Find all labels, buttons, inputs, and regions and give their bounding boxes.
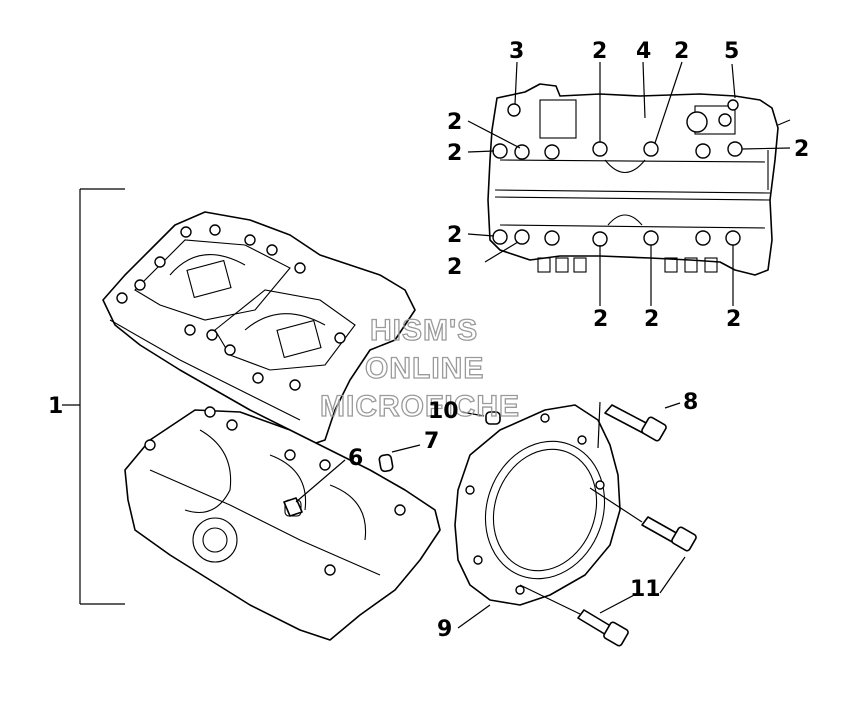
lower-crankcase-half bbox=[124, 406, 441, 641]
callout-2-bottom-b: 2 bbox=[644, 307, 659, 332]
callout-2-left-b: 2 bbox=[447, 141, 462, 166]
bolt-11-upper bbox=[589, 487, 697, 552]
callout-8: 8 bbox=[683, 390, 698, 415]
callout-2-right: 2 bbox=[794, 137, 809, 162]
watermark: HISM'S ONLINE MICROFICHE bbox=[319, 313, 520, 423]
callout-6: 6 bbox=[348, 446, 363, 471]
watermark-line-3: MICROFICHE bbox=[320, 390, 520, 423]
watermark-line-1: HISM'S bbox=[370, 314, 478, 347]
callout-4: 4 bbox=[636, 39, 651, 64]
watermark-line-2: ONLINE bbox=[365, 352, 484, 385]
callout-1: 1 bbox=[48, 394, 63, 419]
callout-11: 11 bbox=[630, 577, 661, 602]
callout-2-left-c: 2 bbox=[447, 223, 462, 248]
assembly-bracket bbox=[62, 188, 125, 605]
callout-7: 7 bbox=[424, 429, 439, 454]
dowel-pin-7 bbox=[378, 444, 421, 473]
callout-labels: 3 2 4 2 5 2 2 2 2 2 2 2 2 1 6 7 10 8 11 … bbox=[48, 39, 809, 642]
callout-2-top-a: 2 bbox=[592, 39, 607, 64]
dowel-pin-10 bbox=[461, 411, 501, 425]
leader-lines-11 bbox=[599, 556, 686, 614]
bolt-8 bbox=[597, 401, 681, 449]
callout-10: 10 bbox=[428, 399, 459, 424]
callout-2-bottom-a: 2 bbox=[593, 307, 608, 332]
dowel-pin-6 bbox=[283, 459, 346, 517]
callout-2-top-b: 2 bbox=[674, 39, 689, 64]
callout-2-left-a: 2 bbox=[447, 110, 462, 135]
upper-crankcase-half bbox=[102, 211, 416, 446]
bolt-11-lower bbox=[519, 584, 629, 647]
leader-lines-top bbox=[467, 61, 791, 306]
callout-2-bottom-c: 2 bbox=[726, 307, 741, 332]
callout-3: 3 bbox=[509, 39, 524, 64]
callout-9: 9 bbox=[437, 617, 452, 642]
crankcase-bottom-view bbox=[487, 83, 791, 276]
callout-5: 5 bbox=[724, 39, 739, 64]
callout-2-left-d: 2 bbox=[447, 255, 462, 280]
bearing-housing bbox=[454, 404, 621, 629]
